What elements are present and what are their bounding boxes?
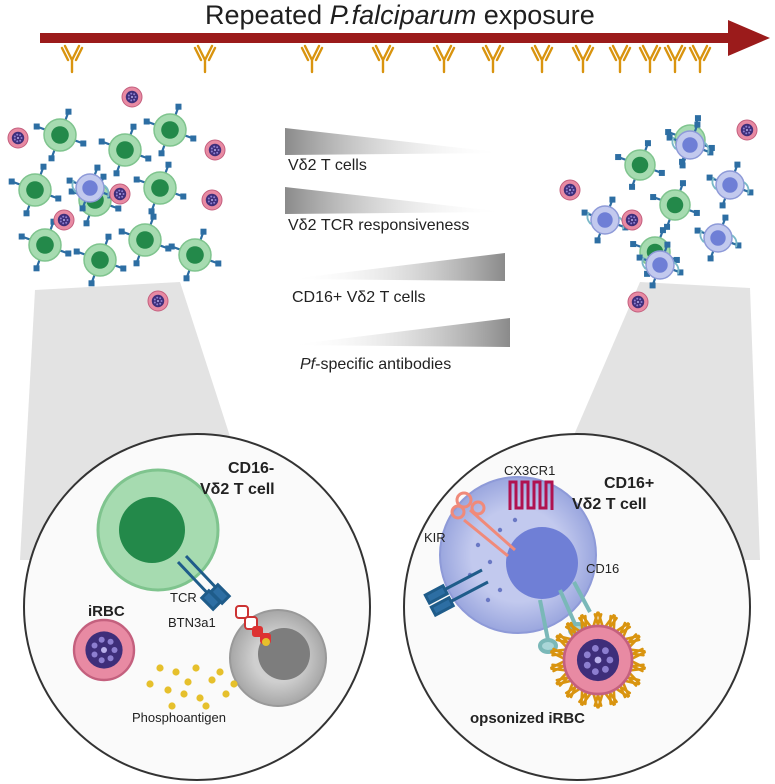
- antibody-icon: [193, 44, 217, 74]
- tcr-label: TCR: [170, 590, 197, 605]
- antibody-row: [60, 44, 712, 74]
- kir-receptor: [450, 491, 516, 558]
- irbc-icon: [204, 139, 226, 161]
- trend-label-antibodies: Pf-specific antibodies: [300, 356, 452, 373]
- trend-wedge-antibodies: [290, 318, 510, 347]
- t-cell-icon: [650, 180, 700, 230]
- cd16-pos-title-line2: Vδ2 T cell: [572, 496, 647, 513]
- phosphoantigen-dot: [146, 680, 154, 688]
- phosphoantigen-dot: [164, 686, 172, 694]
- figure-title: Repeated P.falciparum exposure: [205, 0, 595, 30]
- t-cell-icon: [694, 214, 742, 262]
- antibody-icon: [432, 44, 456, 74]
- t-cell-icon: [73, 233, 127, 287]
- right-tcr: [423, 568, 489, 618]
- cx3cr1-label: CX3CR1: [504, 463, 556, 478]
- irbc-icon: [627, 291, 649, 313]
- t-cell-icon: [706, 161, 754, 209]
- granule-dot: [497, 527, 503, 533]
- antibody-icon: [571, 44, 595, 74]
- opsonized-irbc-label: opsonized iRBC: [470, 710, 585, 727]
- antibody-icon: [638, 44, 662, 74]
- irbc-icon: [559, 179, 581, 201]
- t-cell-icon: [615, 140, 665, 190]
- antibody-icon: [530, 44, 554, 74]
- phosphoantigen-dot: [230, 680, 238, 688]
- t-cell-icon: [118, 213, 172, 267]
- trend-label-vd2-cells: Vδ2 T cells: [288, 157, 367, 174]
- t-cell-icon: [143, 103, 197, 157]
- t-cell-icon: [666, 121, 714, 169]
- phosphoantigen-label: Phosphoantigen: [132, 710, 226, 725]
- t-cell-icon: [33, 108, 87, 162]
- irbc-icon: [72, 618, 136, 682]
- cd16-pos-title-line1: CD16+: [604, 475, 655, 492]
- phosphoantigen-dot: [184, 678, 192, 686]
- phosphoantigen-dot: [222, 690, 230, 698]
- btn3a1-label: BTN3a1: [168, 615, 216, 630]
- phosphoantigen-dot: [216, 668, 224, 676]
- trend-wedge-tcr: [285, 187, 505, 214]
- trend-wedge-vd2-cells: [285, 128, 505, 155]
- antibody-icon: [663, 44, 687, 74]
- phosphoantigen-dot: [208, 676, 216, 684]
- phosphoantigen-dots: [146, 664, 238, 710]
- irbc-icon: [201, 189, 223, 211]
- phosphoantigen-dot: [196, 694, 204, 702]
- irbc-icon: [621, 209, 643, 231]
- irbc-icon: [7, 127, 29, 149]
- kir-label: KIR: [424, 530, 446, 545]
- phosphoantigen-dot: [172, 668, 180, 676]
- antibody-icon: [481, 44, 505, 74]
- btn3a1-receptor: [235, 605, 271, 646]
- t-cell-icon: [581, 196, 629, 244]
- t-cell-icon: [98, 123, 152, 177]
- cd16-label: CD16: [586, 561, 620, 576]
- granule-dot: [487, 559, 493, 565]
- t-cell-icon: [8, 163, 62, 217]
- phosphoantigen-dot: [192, 664, 200, 672]
- irbc-icon: [562, 624, 634, 696]
- irbc-icon: [109, 183, 131, 205]
- antibody-icon: [688, 44, 712, 74]
- t-cell-icon: [133, 161, 187, 215]
- granule-dot: [497, 587, 503, 593]
- irbc-icon: [121, 86, 143, 108]
- antibody-icon: [60, 44, 84, 74]
- granule-dot: [512, 517, 518, 523]
- trend-label-cd16: CD16+ Vδ2 T cells: [292, 289, 426, 306]
- granule-dot: [485, 597, 491, 603]
- phosphoantigen-dot: [168, 702, 176, 710]
- granule-dot: [475, 542, 481, 548]
- cx3cr1-receptor: [508, 480, 554, 510]
- population-right: [559, 115, 758, 313]
- cd16-neg-title-line2: Vδ2 T cell: [200, 481, 275, 498]
- irbc-label: iRBC: [88, 603, 125, 620]
- irbc-icon: [53, 209, 75, 231]
- trend-wedges: [285, 128, 510, 347]
- trend-wedge-cd16: [290, 253, 505, 281]
- antibody-icon: [300, 44, 324, 74]
- trend-label-tcr: Vδ2 TCR responsiveness: [288, 217, 470, 234]
- antibody-icon: [371, 44, 395, 74]
- exposure-arrow: [40, 20, 770, 56]
- phosphoantigen-dot: [156, 664, 164, 672]
- phosphoantigen-dot: [202, 702, 210, 710]
- tcr-icon: [176, 554, 232, 612]
- granule-dots: [467, 517, 518, 603]
- t-cell-icon: [18, 218, 72, 272]
- t-cell-icon: [66, 164, 114, 212]
- t-cell-icon: [168, 228, 222, 282]
- phosphoantigen-dot: [180, 690, 188, 698]
- irbc-icon: [736, 119, 758, 141]
- population-left: [7, 86, 226, 312]
- irbc-icon: [72, 618, 136, 682]
- antibody-icon: [608, 44, 632, 74]
- t-cell-icon: [636, 241, 684, 289]
- irbc-icon: [147, 290, 169, 312]
- opsonized-irbc-icon: [562, 624, 634, 696]
- cd16-neg-title-line1: CD16-: [228, 460, 275, 477]
